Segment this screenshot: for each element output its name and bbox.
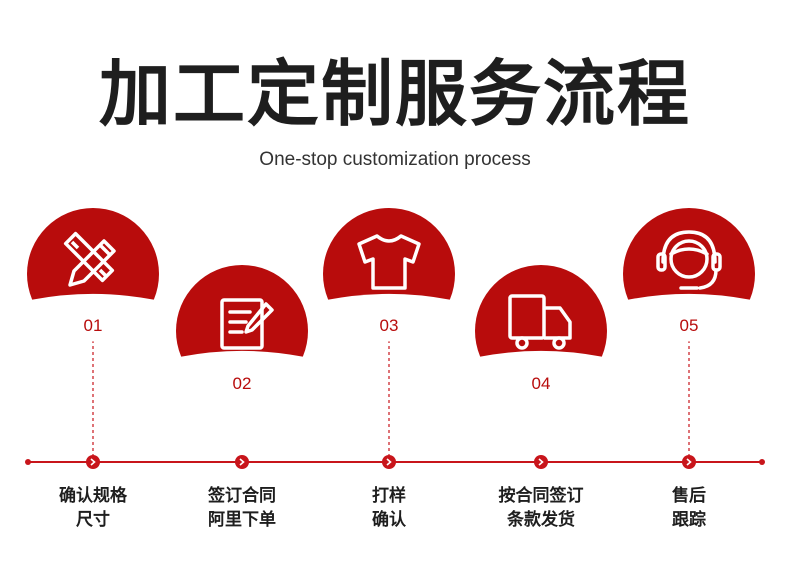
delivery-truck-icon	[508, 294, 572, 350]
tshirt-icon	[357, 234, 421, 290]
timeline-marker-2	[235, 455, 249, 469]
document-sign-icon	[220, 298, 274, 350]
page-subtitle: One-stop customization process	[259, 149, 531, 170]
step-3-label-line-2: 确认	[372, 510, 406, 530]
step-3-label: 打样 确认	[309, 484, 469, 532]
step-4-label: 按合同签订 条款发货	[461, 484, 621, 532]
step-5-label-line-2: 跟踪	[672, 510, 706, 530]
headset-service-icon	[656, 230, 722, 290]
timeline-start-dot	[25, 459, 31, 465]
step-3-label-line-1: 打样	[372, 486, 406, 506]
timeline-marker-4	[534, 455, 548, 469]
timeline-marker-3	[382, 455, 396, 469]
timeline-end-dot	[759, 459, 765, 465]
timeline-marker-1	[86, 455, 100, 469]
step-5-circle: 05	[623, 208, 755, 342]
pencil-ruler-icon	[63, 231, 116, 287]
step-4-number: 04	[532, 374, 551, 393]
step-5-number: 05	[680, 316, 699, 335]
step-2-label-line-2: 阿里下单	[208, 510, 276, 530]
step-2-number: 02	[233, 374, 252, 393]
step-3-circle: 03	[323, 208, 455, 342]
step-3-number: 03	[380, 316, 399, 335]
timeline-marker-5	[682, 455, 696, 469]
step-5-label-line-1: 售后	[672, 486, 706, 506]
step-1-circle: 01	[27, 208, 159, 342]
page-title: 加工定制服务流程	[98, 52, 691, 136]
step-4-circle: 04	[475, 265, 607, 399]
step-1-label: 确认规格 尺寸	[13, 484, 173, 532]
step-2-label-line-1: 签订合同	[208, 486, 276, 506]
step-4-label-line-1: 按合同签订	[498, 486, 584, 506]
step-1-number: 01	[84, 316, 103, 335]
step-4-label-line-2: 条款发货	[507, 510, 575, 530]
step-1-label-line-2: 尺寸	[76, 510, 110, 530]
step-1-label-line-1: 确认规格	[59, 486, 127, 506]
step-5-label: 售后 跟踪	[609, 484, 769, 532]
step-2-label: 签订合同 阿里下单	[162, 484, 322, 532]
